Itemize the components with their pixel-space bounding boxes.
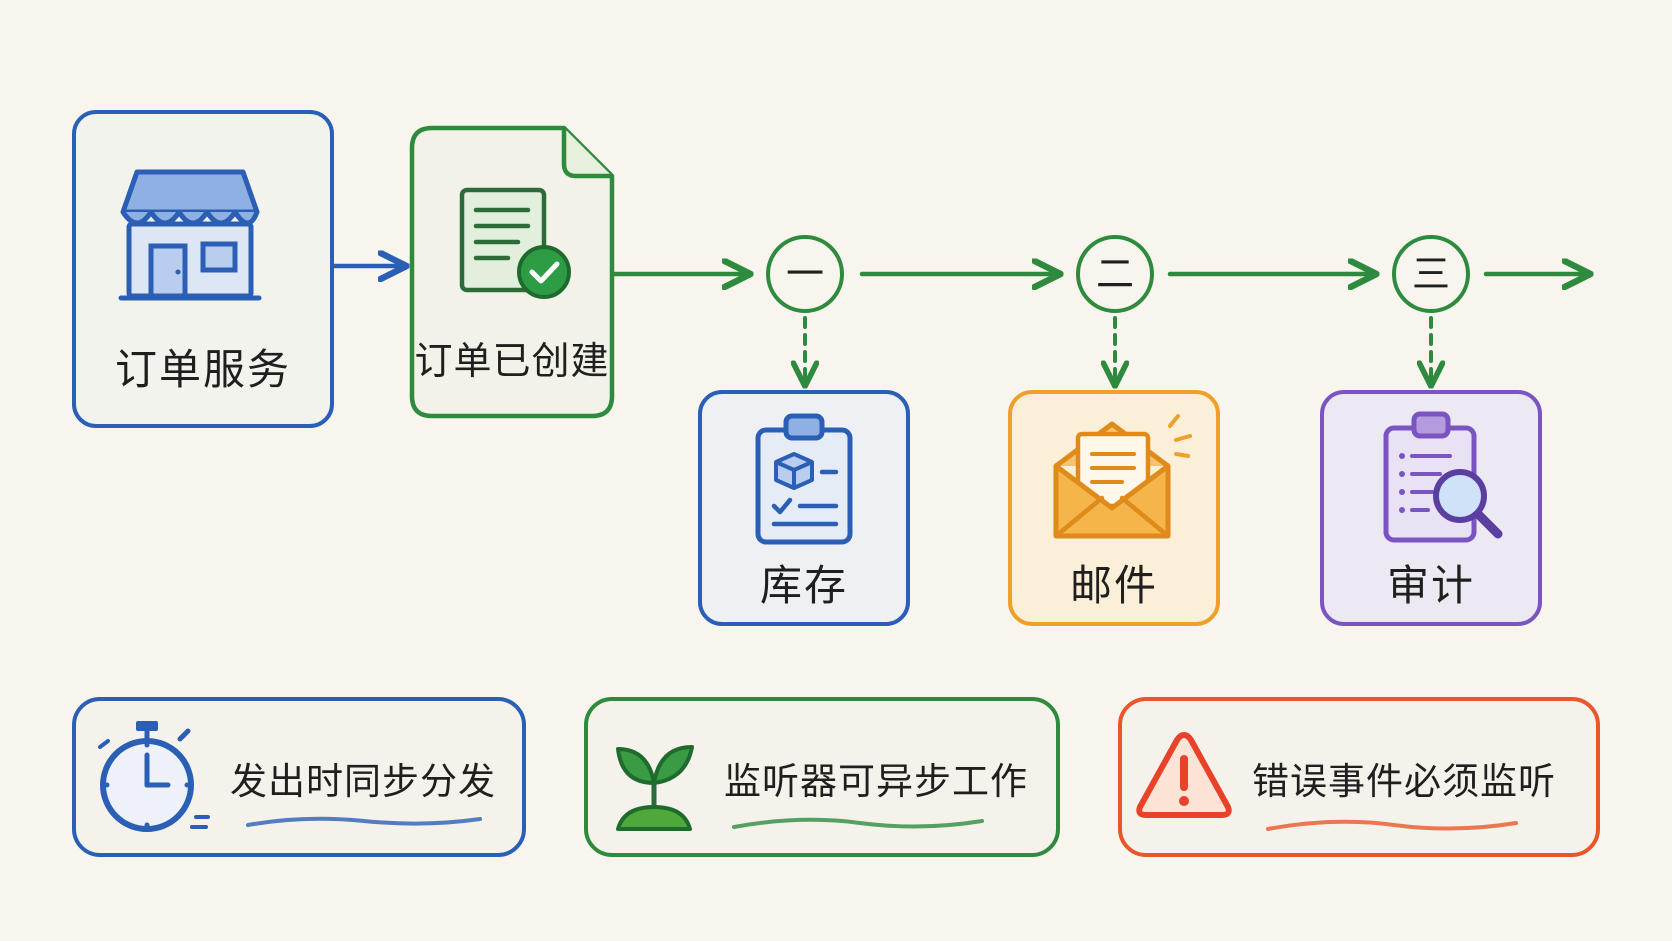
order-created-label: 订单已创建 [414, 339, 610, 383]
clipboard-inventory-icon [755, 413, 853, 545]
underline-scribble [1266, 819, 1518, 831]
note-async-listeners: 监听器可异步工作 [584, 697, 1060, 857]
note-sync-dispatch: 发出时同步分发 [72, 697, 526, 857]
note-error-listener: 错误事件必须监听 [1118, 697, 1600, 857]
inventory-label: 库存 [759, 561, 848, 610]
clipboard-magnifier-icon [1383, 411, 1503, 543]
order-service-box: 订单服务 [72, 110, 334, 428]
warning-icon [1136, 732, 1232, 818]
note-async-listeners-text: 监听器可异步工作 [724, 760, 1028, 803]
audit-listener-box: 审计 [1320, 390, 1542, 626]
email-listener-box: 邮件 [1008, 390, 1220, 626]
underline-scribble [732, 817, 984, 829]
order-service-label: 订单服务 [114, 345, 291, 394]
step-2-badge: 二 [1076, 235, 1154, 313]
step-3-badge: 三 [1392, 235, 1470, 313]
seedling-icon [616, 745, 694, 831]
storefront-icon [118, 169, 262, 301]
underline-scribble [246, 816, 482, 827]
document-check-icon [459, 187, 571, 299]
envelope-icon [1053, 414, 1192, 539]
note-error-listener-text: 错误事件必须监听 [1252, 760, 1556, 803]
audit-label: 审计 [1386, 561, 1475, 610]
inventory-listener-box: 库存 [698, 390, 910, 626]
email-label: 邮件 [1069, 561, 1158, 610]
note-sync-dispatch-text: 发出时同步分发 [230, 760, 496, 803]
stopwatch-icon [98, 721, 210, 832]
step-1-badge: 一 [766, 235, 844, 313]
